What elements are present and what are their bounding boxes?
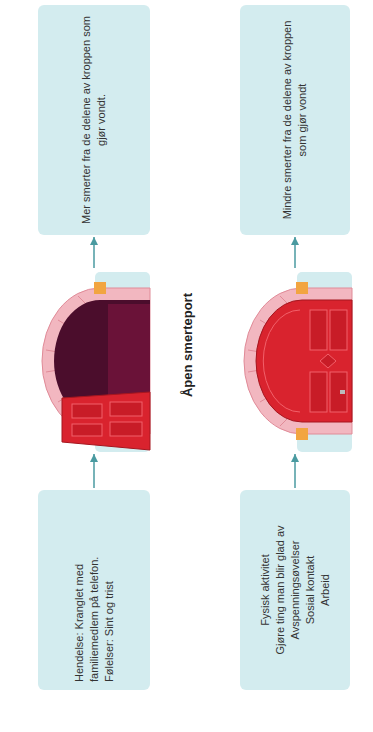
flow-arrow — [93, 454, 95, 488]
box-text: Avspenningsøvelser — [288, 498, 303, 682]
text-box: Mer smerter fra de delene av kroppen som… — [38, 5, 150, 235]
open-door — [42, 272, 150, 452]
text-box: Fysisk aktivitetGjøre ting man blir glad… — [240, 490, 350, 690]
text-box: Hendelse: Kranglet med familiemedlem på … — [38, 490, 150, 690]
box-text: Sosial kontakt — [303, 498, 318, 682]
text-frame: Hendelse: Kranglet med familiemedlem på … — [38, 490, 150, 690]
box-text: Fysisk aktivitet — [258, 498, 273, 682]
gate-label: Åpen smerteport — [178, 275, 198, 415]
text-column: Fysisk aktivitetGjøre ting man blir glad… — [258, 498, 333, 682]
box-text: Gjøre ting man blir glad av — [273, 498, 288, 682]
flow-arrow — [294, 454, 296, 488]
box-text: Følelser: Sint og trist — [102, 498, 117, 682]
text-frame: Fysisk aktivitetGjøre ting man blir glad… — [240, 490, 350, 690]
text-column: Hendelse: Kranglet med familiemedlem på … — [72, 498, 117, 682]
box-text: Mer smerter fra de delene av kroppen som… — [79, 13, 109, 227]
closed-door — [244, 272, 352, 452]
text-column: Mindre smerter fra de delene av kroppen … — [280, 13, 310, 227]
box-text: Mindre smerter fra de delene av kroppen … — [280, 13, 310, 227]
pain-gate: Åpen smerteport — [38, 270, 150, 452]
pain-gate — [240, 270, 350, 452]
flow-arrow — [294, 237, 296, 268]
text-frame: Mer smerter fra de delene av kroppen som… — [38, 5, 150, 235]
box-text: Arbeid — [318, 498, 333, 682]
text-frame: Mindre smerter fra de delene av kroppen … — [240, 5, 350, 235]
flow-arrow — [93, 237, 95, 268]
text-box: Mindre smerter fra de delene av kroppen … — [240, 5, 350, 235]
box-text: Hendelse: Kranglet med familiemedlem på … — [72, 498, 102, 682]
text-column: Mer smerter fra de delene av kroppen som… — [79, 13, 109, 227]
